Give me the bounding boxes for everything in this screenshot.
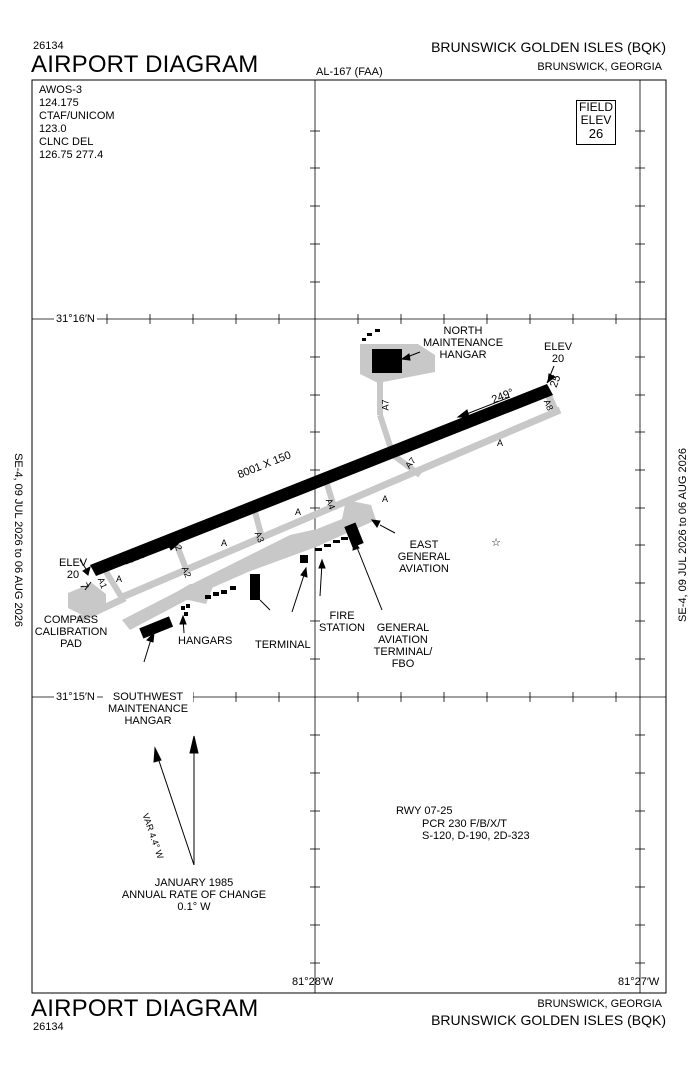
sw-hangar-line1: SOUTHWEST [112,691,184,703]
compass-calibration-pad [68,583,106,616]
clnc-frequency: 126.75 277.4 [39,149,104,161]
ga-terminal-label: GENERAL AVIATION TERMINAL/ FBO [368,622,438,670]
ctaf-label: CTAF/UNICOM [39,110,115,122]
awos-frequency: 124.175 [39,97,79,109]
airport-name-top: BRUNSWICK GOLDEN ISLES (BQK) [431,39,666,55]
compass-pad-label: COMPASS CALIBRATION PAD [33,614,109,650]
sw-hangar-line3: HANGAR [124,715,172,727]
ga-terminal-line1: GENERAL [376,622,430,634]
compass-pad-line1: COMPASS [43,614,99,626]
airport-name-bottom: BRUNSWICK GOLDEN ISLES (BQK) [431,1012,666,1028]
north-hangar-line3: HANGAR [439,349,487,361]
fire-station-line1: FIRE [329,610,355,622]
latitude-south: 31°15′N [54,691,97,704]
runway-data-pcr: PCR 230 F/B/X/T [422,818,507,830]
terminal-building [250,574,260,600]
small-hangars [181,537,348,616]
taxiway-label-a: A [295,507,302,517]
field-elev-line1: FIELD [578,100,613,114]
runway-7-25 [90,384,553,576]
ga-terminal-line3: TERMINAL/ [373,646,433,658]
north-maintenance-hangar [372,349,402,373]
latitude-north: 31°16′N [54,313,97,326]
volume-number-bottom: 26134 [33,1021,64,1033]
east-ga-line3: AVIATION [399,563,449,575]
north-hangar-line2: MAINTENANCE [422,337,504,349]
leader-lines [79,351,556,663]
taxiway-label-a: A [116,574,123,584]
elev-east-value: 20 [551,353,565,365]
compass-pad-line3: PAD [60,638,82,650]
elev-east-label: ELEV [544,341,573,353]
elev-west-value: 20 [66,569,80,581]
runway-data-weight: S-120, D-190, 2D-323 [422,830,530,842]
east-ga-building [344,522,364,548]
heading-arrow-east [456,396,511,418]
heading-arrow-west [125,543,180,565]
north-hangar-line1: NORTH [443,325,483,337]
page-title-top: AIRPORT DIAGRAM [31,51,259,78]
sw-hangar-line2: MAINTENANCE [107,703,189,715]
runway-data-rwy: RWY 07-25 [396,805,453,817]
ctaf-frequency: 123.0 [39,123,67,135]
east-ga-label: EAST GENERAL AVIATION [394,539,454,575]
east-ga-line2: GENERAL [397,551,451,563]
page-title-bottom: AIRPORT DIAGRAM [31,995,259,1022]
fire-station-line2: STATION [318,622,366,634]
magnetic-rate-label: ANNUAL RATE OF CHANGE [121,889,267,901]
longitude-west: 81°28′W [292,976,334,988]
magnetic-north-arrows [153,735,199,866]
awos-label: AWOS-3 [39,84,82,96]
taxiway-label-a7: A7 [380,399,391,411]
grid-ticks [106,130,645,964]
volume-number-top: 26134 [33,40,64,52]
magnetic-info: JANUARY 1985 ANNUAL RATE OF CHANGE 0.1° … [112,877,276,913]
fire-station-label: FIRE STATION [316,610,368,634]
procedure-id: AL-167 (FAA) [316,66,383,78]
compass-pad-line2: CALIBRATION [34,626,108,638]
hangars-label: HANGARS [178,635,233,647]
longitude-east: 81°27′W [618,976,660,988]
magnetic-date: JANUARY 1985 [154,877,234,889]
magnetic-rate-value: 0.1° W [177,901,211,913]
city-name-top: BRUNSWICK, GEORGIA [537,61,662,73]
sw-hangar-label: SOUTHWEST MAINTENANCE HANGAR [103,691,193,727]
fire-station-building [300,555,308,563]
ga-terminal-line4: FBO [391,658,415,670]
terminal-apron [170,584,214,604]
taxiway-label-a: A [382,494,389,504]
field-elevation-box: FIELD ELEV 26 [576,100,616,145]
taxiway-label-a: A [221,538,228,548]
terminal-label: TERMINAL [255,639,311,651]
field-elev-line2: ELEV [580,113,612,127]
beacon-star-icon: ☆ [491,537,501,549]
north-hangar-label: NORTH MAINTENANCE HANGAR [420,325,506,361]
east-ga-line1: EAST [409,539,439,551]
city-name-bottom: BRUNSWICK, GEORGIA [537,998,662,1010]
ga-terminal-line2: AVIATION [378,634,428,646]
taxiway-label-a: A [497,438,504,448]
field-elev-value: 26 [588,126,604,141]
diagram-frame [31,79,667,994]
elev-west-label: ELEV [59,557,88,569]
southwest-maintenance-hangar [139,616,174,639]
clnc-label: CLNC DEL [39,136,94,148]
